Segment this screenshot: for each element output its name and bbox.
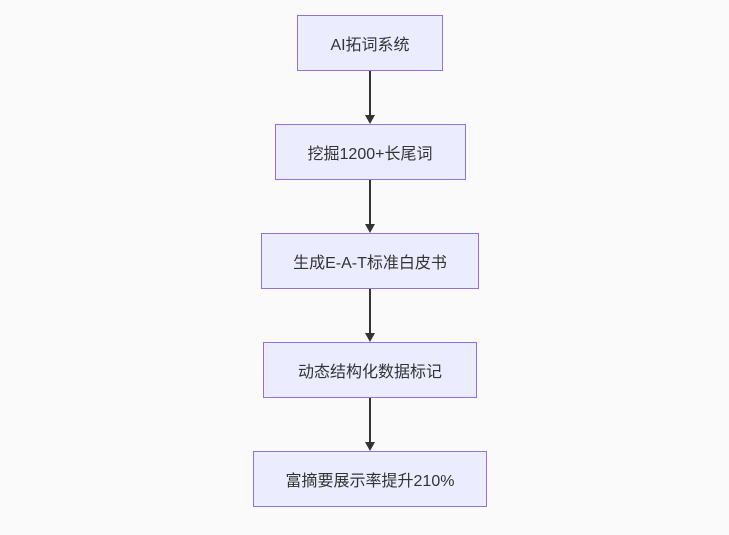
arrow-down-icon	[365, 333, 375, 342]
flow-edge-d-to-e	[365, 398, 375, 451]
flow-node-ai-word-expansion-system: AI拓词系统	[297, 15, 443, 71]
node-label: 动态结构化数据标记	[297, 364, 442, 381]
flow-node-rich-snippet-rate-increase: 富摘要展示率提升210%	[253, 451, 487, 507]
arrow-line	[369, 71, 371, 115]
node-label: 富摘要展示率提升210%	[285, 473, 455, 490]
flow-edge-c-to-d	[365, 289, 375, 342]
flow-edge-b-to-c	[365, 180, 375, 233]
arrow-down-icon	[365, 442, 375, 451]
flow-edge-a-to-b	[365, 71, 375, 124]
flow-node-generate-eat-whitepaper: 生成E-A-T标准白皮书	[261, 233, 479, 289]
arrow-down-icon	[365, 115, 375, 124]
node-label: 挖掘1200+长尾词	[307, 146, 433, 163]
flow-node-mine-longtail-keywords: 挖掘1200+长尾词	[274, 124, 466, 180]
arrow-line	[369, 398, 371, 442]
node-label: AI拓词系统	[330, 37, 410, 54]
arrow-line	[369, 289, 371, 333]
arrow-line	[369, 180, 371, 224]
node-label: 生成E-A-T标准白皮书	[293, 255, 447, 272]
arrow-down-icon	[365, 224, 375, 233]
flow-node-dynamic-structured-data-markup: 动态结构化数据标记	[263, 342, 477, 398]
flowchart: AI拓词系统 挖掘1200+长尾词 生成E-A-T标准白皮书 动态结构化数据标记	[253, 15, 487, 507]
